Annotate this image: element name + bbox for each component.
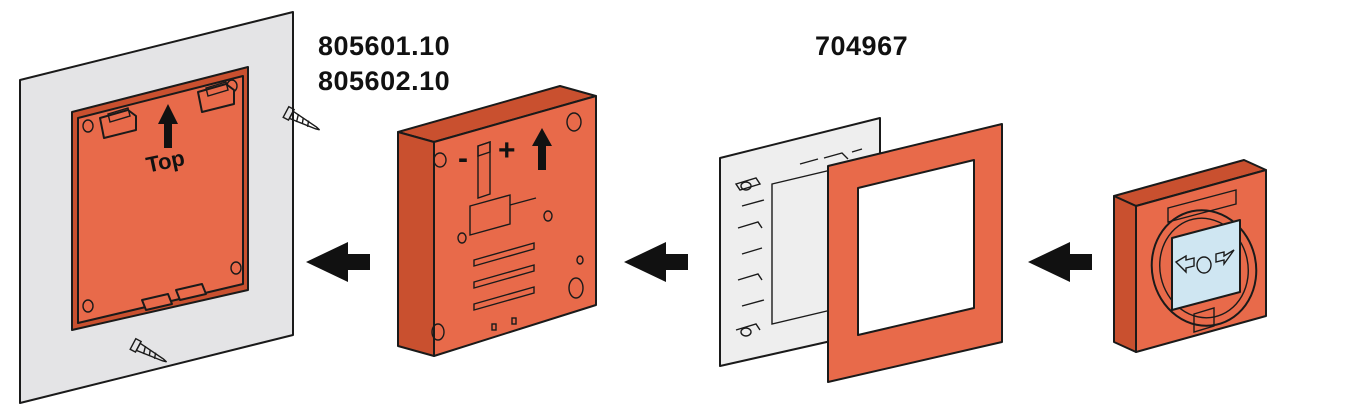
glass-window	[1171, 219, 1241, 311]
cover-frame	[827, 123, 1003, 383]
part-number-805601: 805601.10	[318, 31, 451, 61]
screw-icon	[282, 105, 321, 131]
manual-call-point	[1113, 159, 1267, 353]
mounting-hole	[82, 119, 94, 133]
back-box: - +	[397, 85, 597, 357]
call-point-arrow-icon	[1174, 249, 1235, 274]
screw-icon	[129, 337, 168, 363]
left-arrow-icon	[624, 242, 688, 282]
mounting-hole	[82, 299, 94, 313]
bottom-clip	[141, 293, 173, 311]
part-number-704967: 704967	[815, 31, 909, 61]
label-plate	[1167, 189, 1237, 223]
mounting-plate: Top	[71, 66, 249, 331]
left-arrow-icon	[306, 242, 370, 282]
minus-sign: -	[458, 142, 468, 175]
part-number-805602: 805602.10	[318, 66, 451, 96]
up-arrow-icon	[158, 104, 178, 148]
bottom-clip	[175, 283, 207, 301]
plus-sign: +	[498, 134, 516, 167]
mounting-hole	[230, 261, 242, 275]
up-arrow-icon	[532, 128, 552, 170]
left-arrow-icon	[1028, 242, 1092, 282]
